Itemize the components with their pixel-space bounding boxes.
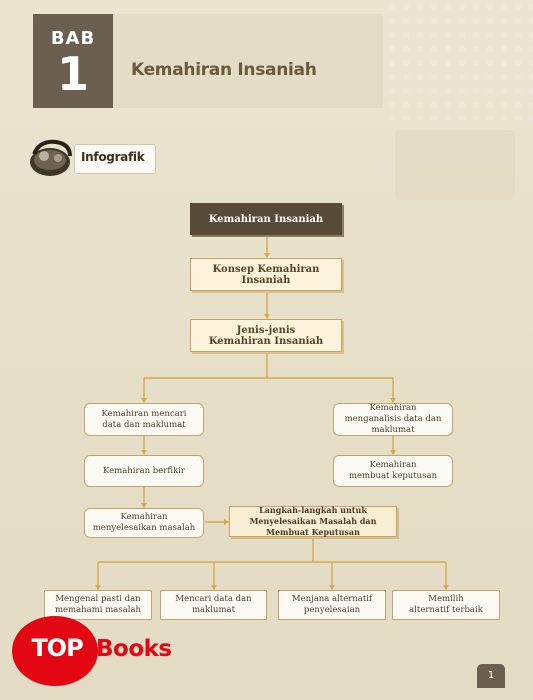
chapter-number: 1 bbox=[56, 47, 89, 101]
section-label: Infografik bbox=[74, 144, 156, 174]
right-skill-node: Kemahiran menganalisis data dan maklumat bbox=[333, 403, 453, 436]
infografik-icon bbox=[30, 139, 72, 176]
background-faded-panel bbox=[395, 130, 515, 200]
decorative-dot-pattern bbox=[385, 0, 533, 120]
step-node: Mengenal pasti dan memahami masalah bbox=[44, 590, 152, 620]
page-number: 1 bbox=[477, 664, 505, 688]
chapter-badge-label: BAB bbox=[50, 28, 96, 49]
left-skill-node: Kemahiran berfikir bbox=[84, 455, 204, 487]
section-label-text: Infografik bbox=[81, 150, 145, 164]
chapter-badge: BAB 1 bbox=[33, 14, 113, 108]
topbooks-logo-books: Books bbox=[96, 636, 172, 662]
left-skill-node: Kemahiran mencari data dan maklumat bbox=[84, 403, 204, 436]
flow-types-node: Jenis-jenis Kemahiran Insaniah bbox=[190, 319, 342, 352]
steps-title-node: Langkah-langkah untuk Menyelesaikan Masa… bbox=[229, 505, 397, 537]
left-skill-node: Kemahiran menyelesaikan masalah bbox=[84, 508, 204, 538]
step-node: Menjana alternatif penyelesaian bbox=[278, 590, 386, 620]
flow-concept-node: Konsep Kemahiran Insaniah bbox=[190, 258, 342, 291]
topbooks-logo-circle bbox=[12, 616, 98, 686]
step-node: Memilih alternatif terbaik bbox=[392, 590, 500, 620]
chapter-title: Kemahiran Insaniah bbox=[131, 60, 317, 80]
topbooks-logo-top: TOP bbox=[31, 634, 83, 662]
chapter-header-band bbox=[113, 14, 383, 108]
step-node: Mencari data dan maklumat bbox=[160, 590, 267, 620]
flow-root-node: Kemahiran Insaniah bbox=[190, 203, 342, 235]
right-skill-node: Kemahiran membuat keputusan bbox=[333, 455, 453, 487]
